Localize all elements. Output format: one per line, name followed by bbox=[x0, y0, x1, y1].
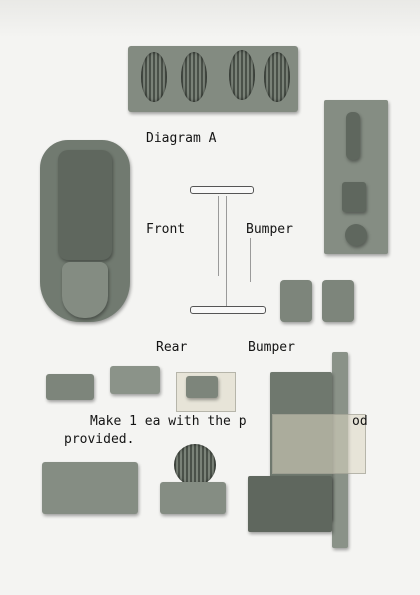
instruction-line-2: provided. bbox=[64, 432, 135, 447]
background-band bbox=[0, 0, 420, 38]
tire-4 bbox=[264, 52, 290, 102]
chassis-bottom bbox=[248, 476, 332, 532]
part-small-1 bbox=[46, 374, 94, 400]
instruction-line-1-left: Make 1 ea with the p bbox=[90, 414, 247, 429]
plate-detail-middle bbox=[342, 182, 366, 212]
seat-left bbox=[280, 280, 312, 322]
front-label: Front bbox=[146, 222, 186, 237]
rear-bumper-drawing bbox=[190, 306, 266, 314]
front-bumper-label: Bumper bbox=[246, 222, 293, 237]
plate-detail-top bbox=[346, 112, 360, 160]
tire-1 bbox=[141, 52, 167, 102]
rear-label: Rear bbox=[156, 340, 188, 355]
instruction-line-1-right: od bbox=[352, 414, 368, 429]
body-tub bbox=[42, 462, 138, 514]
guide-line-2 bbox=[226, 196, 227, 306]
seat-right bbox=[322, 280, 354, 322]
clear-part-insert bbox=[186, 376, 218, 398]
plate-detail-wheel bbox=[345, 224, 367, 246]
spare-tire bbox=[174, 444, 216, 486]
part-small-2 bbox=[110, 366, 160, 394]
tire-2 bbox=[181, 52, 207, 102]
guide-line-3 bbox=[250, 238, 251, 282]
rear-bumper-label: Bumper bbox=[248, 340, 295, 355]
diagram-label: Diagram A bbox=[146, 131, 217, 146]
tire-3 bbox=[229, 50, 255, 100]
front-bumper-drawing bbox=[190, 186, 254, 194]
car-hood bbox=[62, 262, 108, 318]
clear-windscreen bbox=[272, 414, 366, 474]
guide-line-1 bbox=[218, 196, 219, 276]
car-interior bbox=[58, 150, 112, 260]
spare-tire-block bbox=[160, 482, 226, 514]
